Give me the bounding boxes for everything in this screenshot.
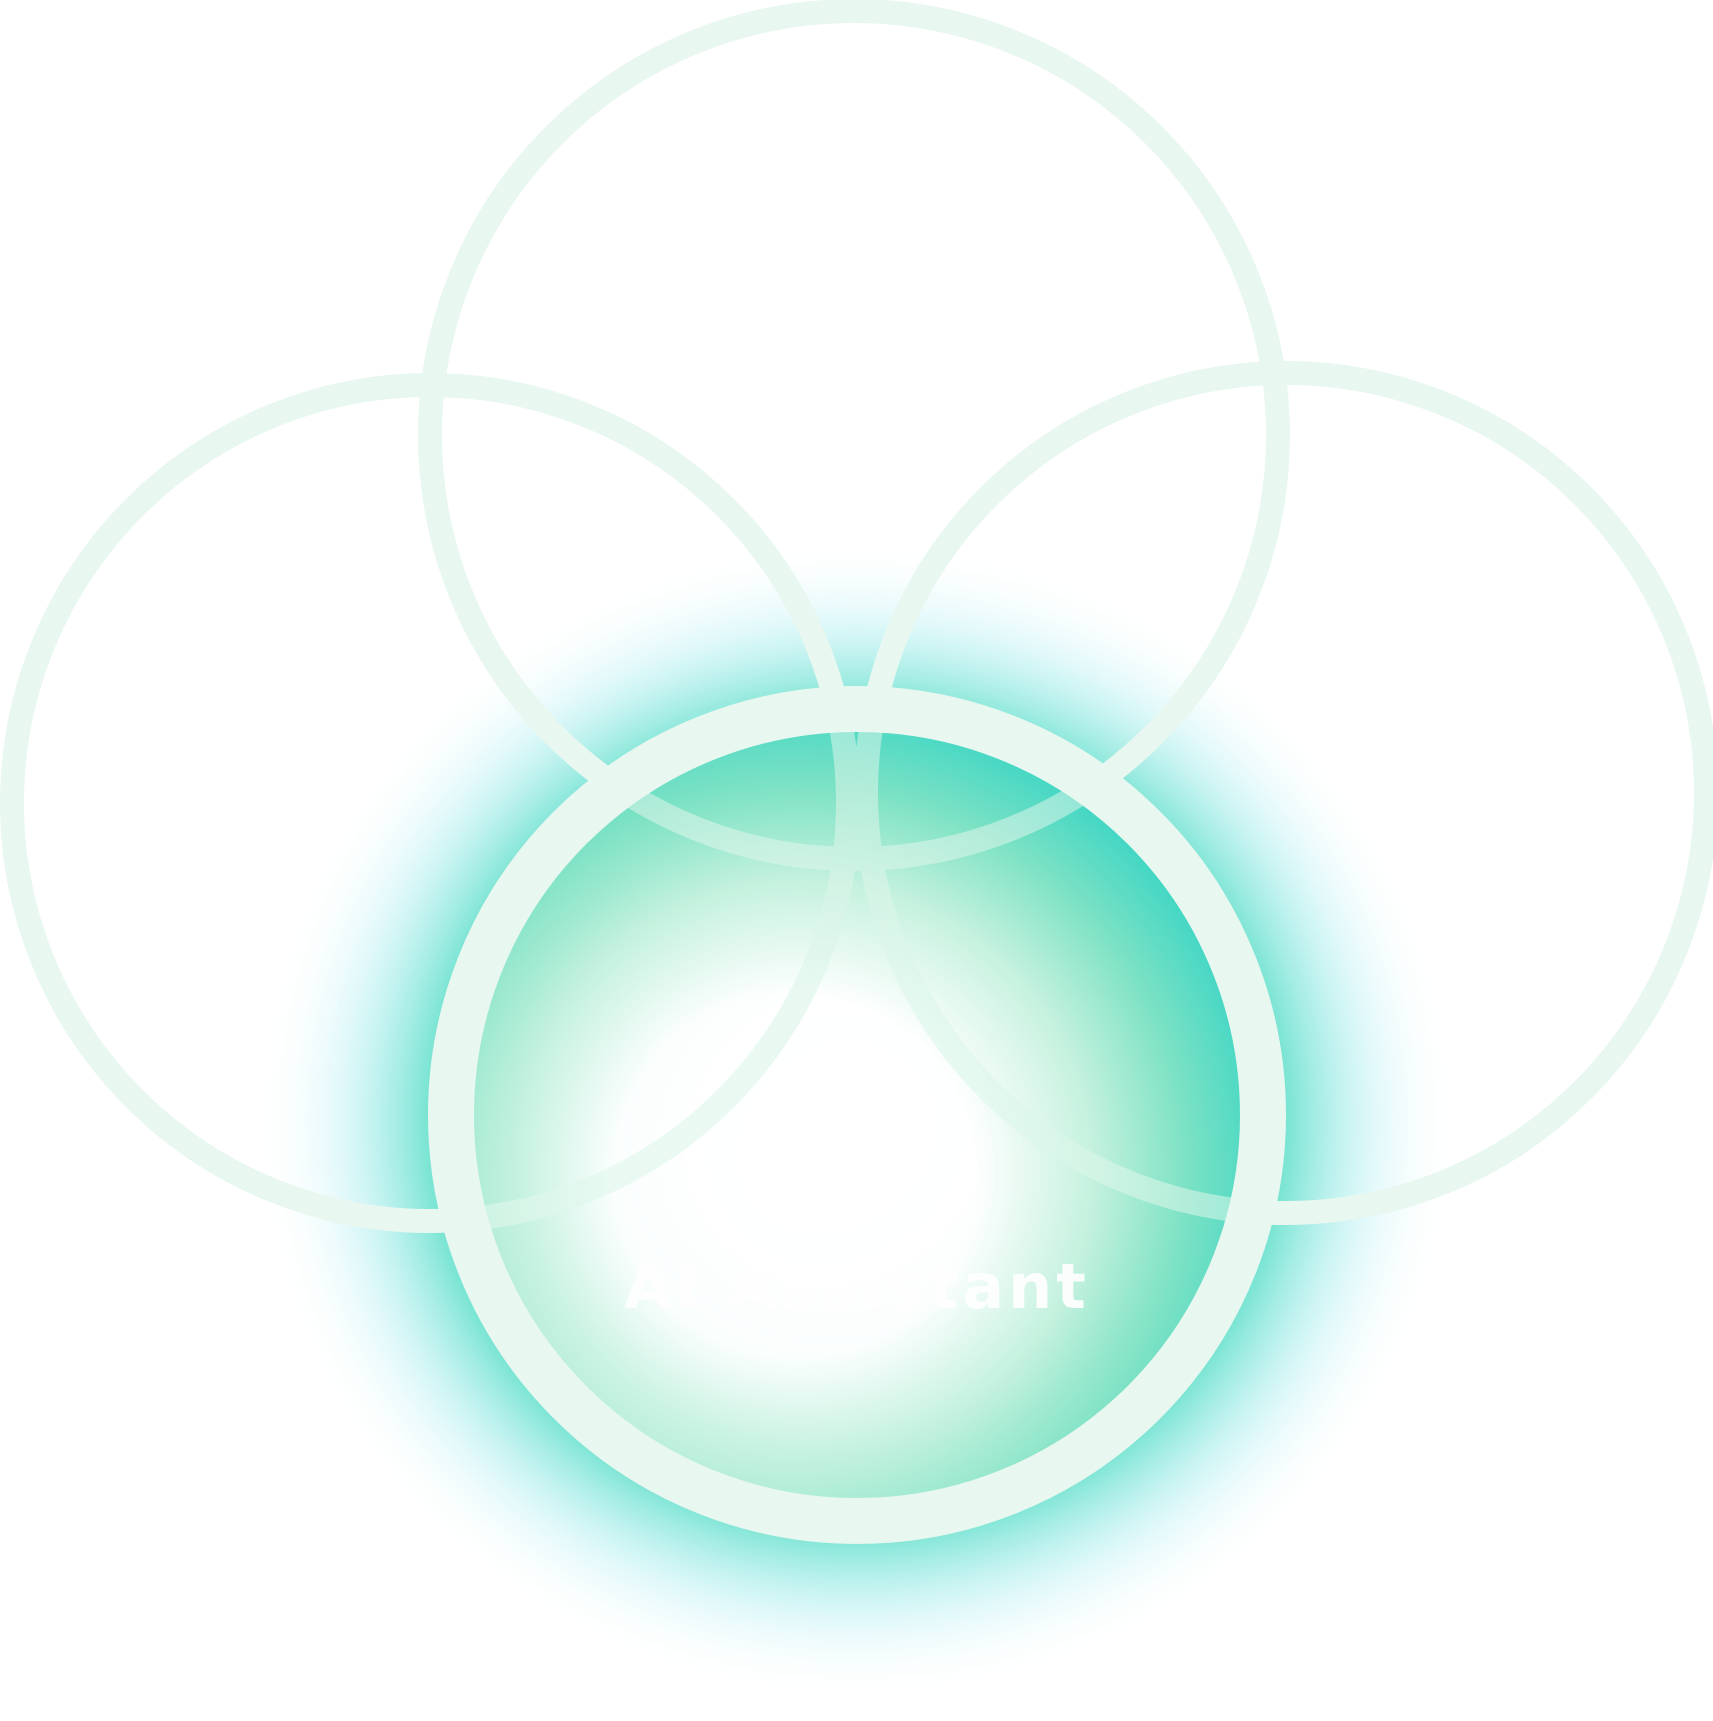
center-circle-fill <box>473 731 1241 1499</box>
center-circle-ring <box>428 686 1286 1544</box>
center-label: AI Assistant <box>624 1250 1090 1323</box>
